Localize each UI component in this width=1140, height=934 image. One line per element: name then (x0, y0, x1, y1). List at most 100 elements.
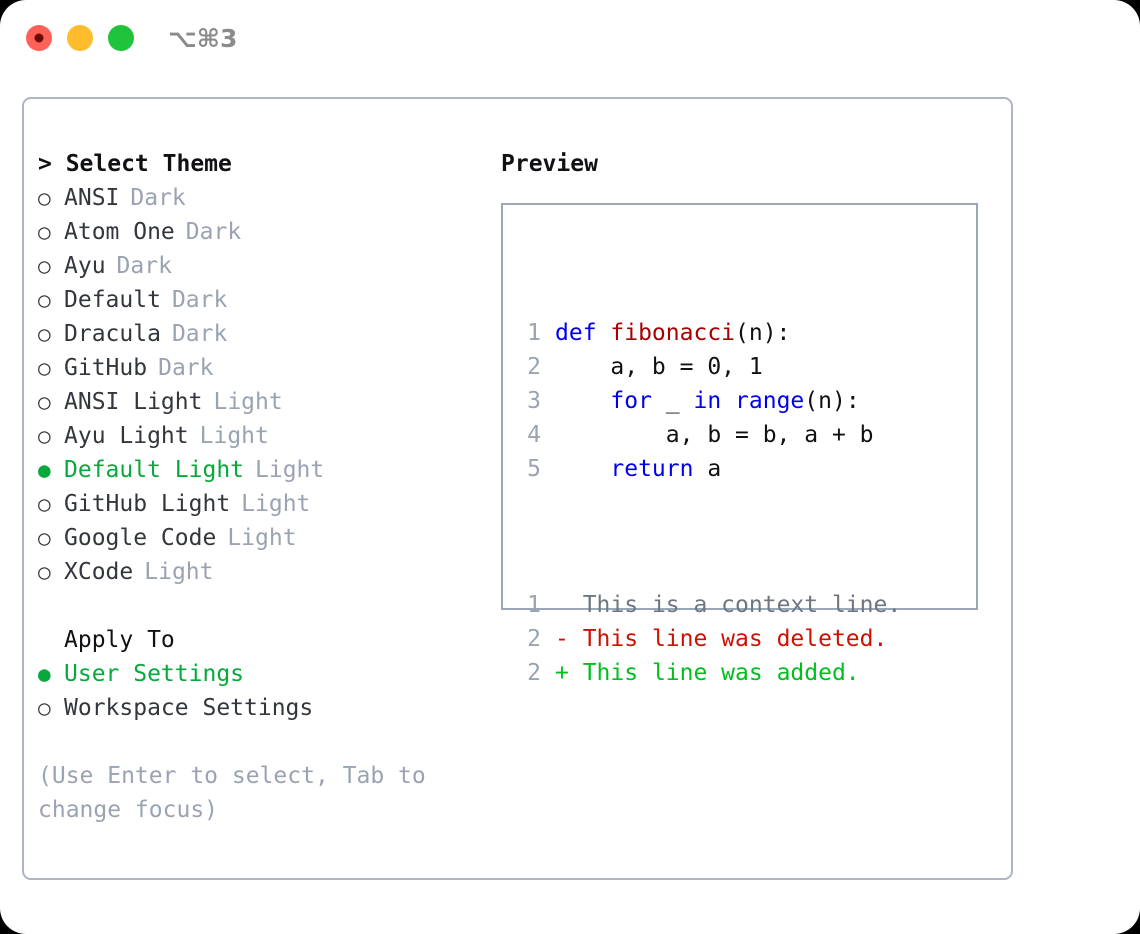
diff-text: This is a context line. (568, 592, 902, 618)
radio-unselected-icon: ○ (38, 254, 51, 278)
radio-unselected-icon: ○ (38, 220, 51, 244)
theme-category-label: Dark (158, 355, 214, 381)
diff-text: This line was deleted. (568, 626, 888, 652)
theme-category-label: Light (241, 491, 311, 517)
radio-unselected-icon: ○ (38, 526, 51, 550)
diff-block: 1 This is a context line.2- This line wa… (517, 588, 901, 690)
diff-marker: + (555, 660, 569, 686)
apply-to-list[interactable]: ● User Settings ○ Workspace Settings (38, 657, 488, 725)
diff-marker: - (555, 626, 569, 652)
theme-name-label: Google Code (64, 525, 217, 551)
theme-list-item[interactable]: ○ GitHub Light Light (38, 487, 488, 521)
line-number: 1 (527, 320, 541, 346)
code-token: a, b = 0, 1 (555, 354, 763, 380)
theme-name-label: ANSI (64, 185, 120, 211)
diff-marker (555, 592, 569, 618)
line-number: 3 (527, 388, 541, 414)
keyboard-hint-text: (Use Enter to select, Tab to change focu… (38, 763, 440, 823)
theme-category-label: Dark (171, 321, 228, 347)
theme-list-item[interactable]: ○ Atom One Dark (38, 215, 488, 249)
radio-unselected-icon: ○ (38, 288, 51, 312)
diff-line: 1 This is a context line. (517, 588, 901, 622)
radio-unselected-icon: ○ (38, 356, 51, 380)
radio-selected-icon: ● (38, 662, 51, 686)
code-token (721, 388, 735, 414)
minimize-window-button[interactable] (67, 25, 93, 51)
radio-unselected-icon: ○ (38, 322, 51, 346)
keyboard-shortcut-label: ⌥⌘3 (168, 24, 238, 53)
theme-name-label: XCode (64, 559, 134, 585)
apply-to-label: User Settings (64, 661, 245, 687)
theme-list-item[interactable]: ○ Ayu Dark (38, 249, 488, 283)
theme-name-label: Default (64, 287, 161, 313)
theme-category-label: Dark (116, 253, 172, 279)
preview-heading: Preview (501, 151, 598, 177)
code-token (555, 456, 610, 482)
code-token: (n): (804, 388, 860, 414)
code-token: for (610, 388, 652, 414)
theme-name-label: Ayu (64, 253, 106, 279)
code-line: 3 for _ in range(n): (517, 384, 901, 418)
theme-name-label: GitHub Light (64, 491, 231, 517)
code-token: a, b = b, a + b (555, 422, 874, 448)
diff-line: 2 + This line was added. (517, 656, 901, 690)
title-bar: ⌥⌘3 (0, 0, 1140, 78)
theme-list-item[interactable]: ○ Default Dark (38, 283, 488, 317)
close-window-button[interactable] (26, 25, 52, 51)
radio-unselected-icon: ○ (38, 492, 51, 516)
radio-unselected-icon: ○ (38, 696, 51, 720)
line-number: 5 (527, 456, 541, 482)
line-number: 4 (527, 422, 541, 448)
code-token: return (610, 456, 694, 482)
code-line: 5 return a (517, 452, 901, 486)
code-line: 4 a, b = b, a + b (517, 418, 901, 452)
code-line: 1 def fibonacci(n): (517, 316, 901, 350)
theme-category-label: Light (144, 559, 214, 585)
code-line: 2 a, b = 0, 1 (517, 350, 901, 384)
apply-to-list-item[interactable]: ○ Workspace Settings (38, 691, 488, 725)
diff-text: This line was added. (568, 660, 860, 686)
apply-to-heading: Apply To (64, 627, 175, 653)
apply-to-label: Workspace Settings (64, 695, 314, 721)
window-controls (26, 25, 134, 51)
theme-name-label: Default Light (64, 457, 245, 483)
apply-to-list-item[interactable]: ● User Settings (38, 657, 488, 691)
radio-unselected-icon: ○ (38, 390, 51, 414)
theme-category-label: Dark (130, 185, 186, 211)
theme-category-label: Light (255, 457, 325, 483)
line-number: 2 (527, 626, 541, 652)
line-number: 1 (527, 592, 541, 618)
code-token: def (555, 320, 611, 346)
theme-name-label: ANSI Light (64, 389, 203, 415)
theme-name-label: Atom One (64, 219, 175, 245)
theme-name-label: Ayu Light (64, 423, 189, 449)
code-token: a (693, 456, 722, 482)
radio-selected-icon: ● (38, 458, 51, 482)
theme-category-label: Dark (171, 287, 228, 313)
maximize-window-button[interactable] (108, 25, 134, 51)
code-token: range (735, 388, 805, 414)
radio-unselected-icon: ○ (38, 424, 51, 448)
select-theme-heading: > Select Theme (38, 151, 232, 177)
line-number: 2 (527, 660, 541, 686)
code-token: (n): (735, 320, 791, 346)
theme-category-label: Dark (185, 219, 242, 245)
diff-line: 2- This line was deleted. (517, 622, 901, 656)
theme-category-label: Light (227, 525, 297, 551)
theme-list-item[interactable]: ● Default Light Light (38, 453, 488, 487)
recording-indicator-icon (34, 33, 44, 43)
code-token: fibonacci (610, 320, 736, 346)
theme-list-item[interactable]: ○ Google Code Light (38, 521, 488, 555)
